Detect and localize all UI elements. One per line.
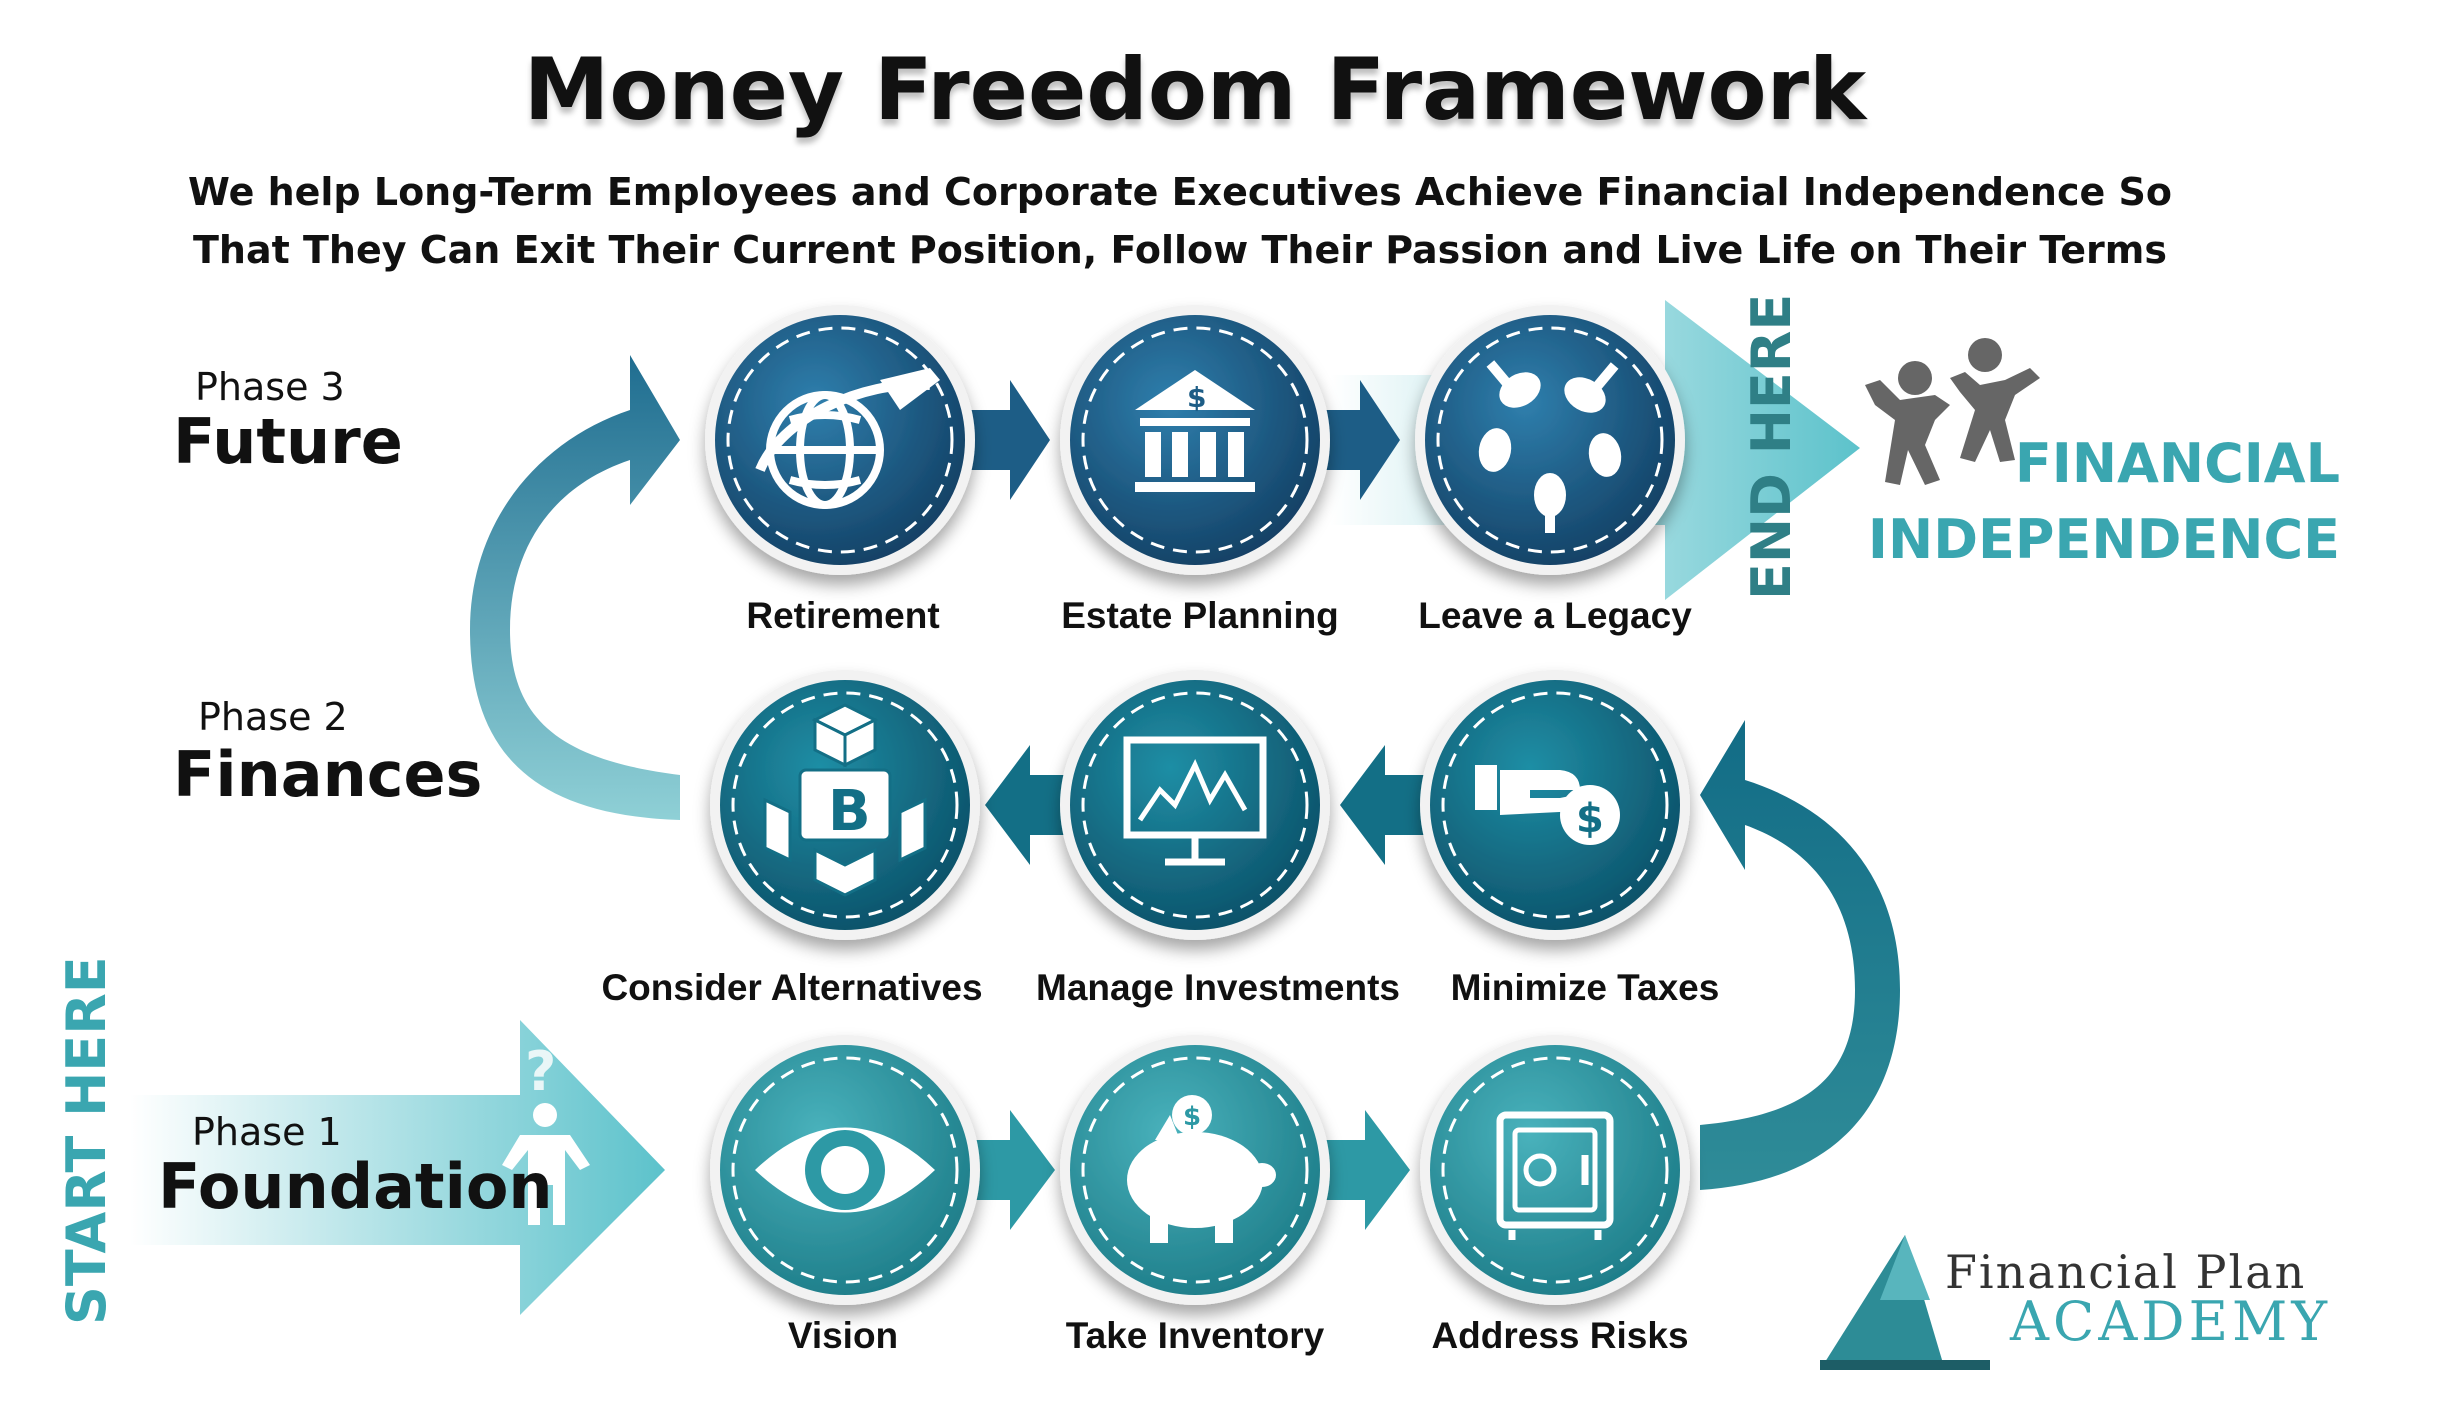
step-estate-planning: Estate Planning [1061,595,1339,636]
phase2-title: Finances [173,738,483,811]
globe-plane-icon [755,368,940,509]
subtitle-line-2: That They Can Exit Their Current Positio… [193,228,2167,272]
svg-text:$: $ [1576,796,1604,842]
svg-text:B: B [828,779,871,844]
arrow-investments-to-alternatives [985,745,1075,865]
start-arrow [130,1020,665,1315]
step-minimize-taxes: Minimize Taxes [1450,967,1720,1008]
arrow-vision-to-inventory [960,1110,1055,1230]
phase3-label: Phase 3 [195,365,345,409]
retirement-circle [705,305,975,575]
logo-line-1: Financial Plan [1945,1245,2307,1299]
start-here-label: START HERE [55,956,118,1325]
hand-coin-icon: $ [1475,765,1620,845]
goal-line-2: INDEPENDENCE [1867,508,2340,571]
logo-pyramid-icon [1820,1235,1990,1370]
phase2-label: Phase 2 [198,695,348,739]
phase3-title: Future [173,405,403,478]
curve-arrow-phase2-to-3 [470,355,680,820]
phase1-title: Foundation [158,1150,553,1223]
arrow-estate-to-legacy [1320,380,1400,500]
page-title: Money Freedom Framework [523,40,1867,140]
hands-circle-icon [1478,360,1622,533]
arrow-taxes-to-investments [1340,745,1430,865]
curve-arrow-phase1-to-2 [1700,720,1900,1190]
step-take-inventory: Take Inventory [1065,1315,1325,1356]
manage-investments-circle [1060,670,1330,940]
step-manage-investments: Manage Investments [1036,967,1400,1008]
arrow-retirement-to-estate [960,380,1050,500]
svg-text:?: ? [525,1040,556,1103]
phase1-label: Phase 1 [192,1110,342,1154]
svg-text:$: $ [1183,1102,1201,1132]
leave-a-legacy-circle [1415,305,1685,575]
estate-planning-circle [1060,305,1330,575]
step-vision: Vision [787,1315,899,1356]
step-leave-a-legacy: Leave a Legacy [1418,595,1692,636]
eye-icon [755,1127,935,1213]
piggy-bank-icon: $ [1127,1095,1276,1243]
subtitle-line-1: We help Long-Term Employees and Corporat… [188,170,2172,214]
svg-text:$: $ [1187,381,1206,414]
monitor-chart-icon [1123,736,1267,866]
step-retirement: Retirement [746,595,940,636]
bank-icon: $ [1135,370,1255,492]
safe-icon [1496,1111,1614,1240]
step-address-risks: Address Risks [1431,1315,1689,1356]
dancing-people-icon [1865,338,2040,485]
person-question-icon: ? [502,1040,590,1225]
goal-line-1: FINANCIAL [2014,432,2340,495]
arrow-inventory-to-risks [1315,1110,1410,1230]
end-here-label: END HERE [1740,293,1803,600]
step-consider-alternatives: Consider Alternatives [601,967,983,1008]
logo-line-2: ACADEMY [2010,1290,2331,1353]
bitcoin-blocks-icon: B [763,703,927,897]
